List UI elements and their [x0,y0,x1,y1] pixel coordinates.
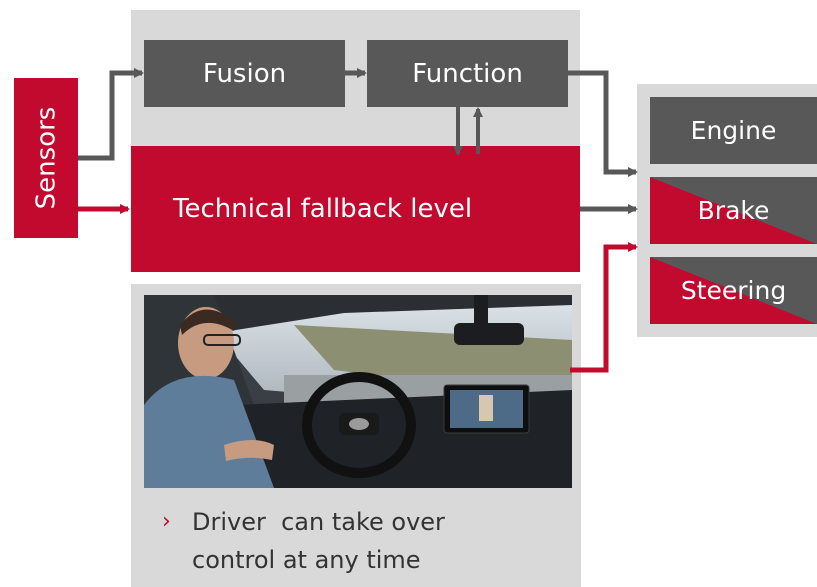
brake-label: Brake [697,196,770,225]
steering-label: Steering [680,276,787,305]
engine-label: Engine [690,116,777,145]
function-block: Function [367,40,568,107]
steering-block: Steering [650,257,817,324]
function-label: Function [412,58,523,89]
fallback-label: Technical fallback level [173,194,473,224]
driver-photo [144,295,572,488]
arrow-sensors-fusion [78,68,144,161]
fusion-block: Fusion [144,40,345,107]
sensors-block: Sensors [14,78,78,238]
caption-line-2: control at any time [192,546,421,574]
arrow-function-actuators [568,70,638,177]
caption-line-1: Driver can take over [192,508,445,536]
engine-block: Engine [650,97,817,164]
fusion-label: Fusion [202,58,287,89]
driver-cockpit-illustration [144,295,572,488]
fallback-block: Technical fallback level [131,146,580,272]
arrow-driver-actuators [570,242,638,373]
caption: › Driver can take over control at any ti… [162,503,562,579]
chevron-right-icon: › [162,509,171,534]
brake-block: Brake [650,177,817,244]
